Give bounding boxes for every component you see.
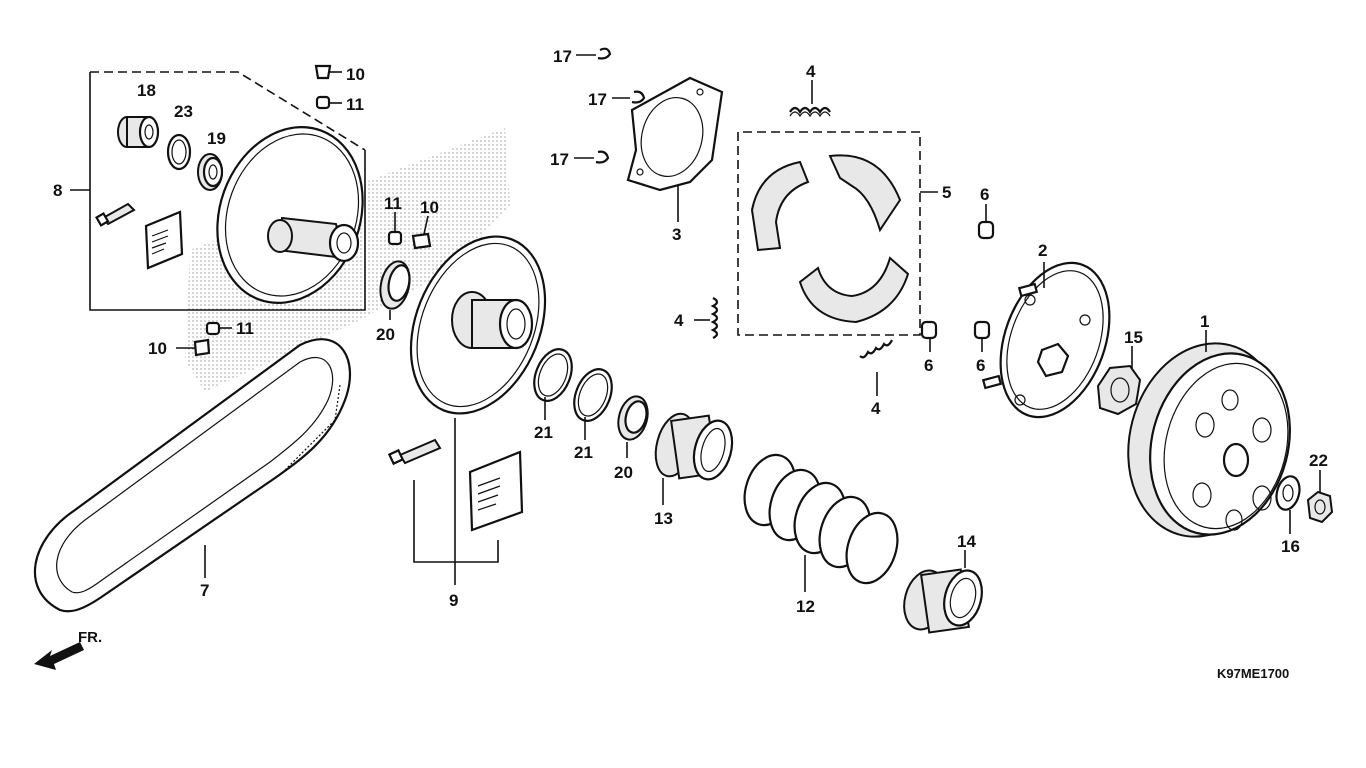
callout-17a: 17: [553, 47, 572, 66]
part-11-roller-mid: [387, 212, 403, 246]
callout-21a: 21: [534, 423, 553, 442]
part-8-group-outline: [70, 71, 366, 311]
part-17-clip-b: [612, 90, 646, 104]
part-9-driven-pulley: [409, 235, 547, 585]
part-18-collar: [117, 115, 160, 149]
part-4-spring-mid: [694, 297, 719, 339]
part-4-spring-low: [859, 339, 893, 396]
grease-tube-icon: [95, 202, 136, 227]
callout-5: 5: [942, 183, 951, 202]
part-20-seal-upper: [379, 260, 411, 320]
grease-tube-icon-9: [387, 438, 442, 466]
part-10-pin-low: [176, 338, 211, 357]
callout-8: 8: [53, 181, 62, 200]
callout-16: 16: [1281, 537, 1300, 556]
part-5-clutch-shoes: [737, 131, 938, 336]
front-direction-arrow-icon: [34, 642, 84, 670]
part-6-roller-a: [977, 204, 995, 240]
part-16-washer: [1275, 475, 1301, 534]
part-11-roller-low: [205, 321, 232, 336]
callout-20a: 20: [376, 325, 395, 344]
driven-face-disc: [216, 126, 364, 304]
callout-12: 12: [796, 597, 815, 616]
callout-6a: 6: [980, 185, 989, 204]
part-4-spring-top: [789, 80, 831, 118]
part-6-roller-b: [920, 320, 938, 352]
callout-3: 3: [672, 225, 681, 244]
part-3-clutch-plate: [626, 76, 724, 222]
front-direction-label: FR.: [78, 629, 102, 646]
callout-11c: 11: [236, 319, 254, 338]
part-11-roller-top: [315, 95, 342, 110]
part-17-clip-a: [576, 47, 612, 60]
callout-21b: 21: [574, 443, 593, 462]
callout-14: 14: [957, 532, 976, 551]
callout-17b: 17: [588, 90, 607, 109]
callout-1: 1: [1200, 312, 1209, 331]
part-10-pin-top: [314, 64, 342, 80]
callout-15: 15: [1124, 328, 1143, 347]
part-19-bearing: [197, 153, 224, 191]
callout-20b: 20: [614, 463, 633, 482]
part-20-seal-lower: [617, 395, 649, 458]
part-22-nut: [1306, 470, 1334, 524]
callout-22: 22: [1309, 451, 1328, 470]
callout-9: 9: [449, 591, 458, 610]
instruction-card-icon-9: [468, 450, 524, 532]
part-10-pin-mid: [411, 215, 432, 250]
part-2-drive-plate: [981, 261, 1111, 419]
callout-7: 7: [200, 581, 209, 600]
callout-17c: 17: [550, 150, 569, 169]
callout-10c: 10: [148, 339, 167, 358]
callout-6b: 6: [924, 356, 933, 375]
callout-4c: 4: [871, 399, 881, 418]
callout-18: 18: [137, 81, 156, 100]
callout-19: 19: [207, 129, 226, 148]
diagram-code: K97ME1700: [1217, 666, 1289, 681]
callout-4a: 4: [806, 62, 816, 81]
callout-6c: 6: [976, 356, 985, 375]
part-6-roller-c: [973, 320, 991, 352]
part-17-clip-c: [574, 150, 610, 164]
callout-labels: 1 2 3 4 4 4 5 6 6 6 7 8 9 10 10 10 11 11…: [53, 47, 1328, 616]
part-7-drive-belt: [33, 338, 352, 613]
callout-4b: 4: [674, 311, 684, 330]
callout-13: 13: [654, 509, 673, 528]
instruction-card-icon: [144, 210, 184, 270]
callout-10a: 10: [346, 65, 365, 84]
part-15-nut: [1096, 346, 1142, 416]
callout-2: 2: [1038, 241, 1047, 260]
callout-10b: 10: [420, 198, 439, 217]
callout-11b: 11: [384, 194, 402, 213]
part-12-compression-spring: [743, 453, 899, 592]
part-13-seat-collar: [654, 412, 734, 505]
part-21-oring-a: [533, 348, 573, 420]
part-1-clutch-outer: [1127, 330, 1291, 538]
callout-23: 23: [174, 102, 193, 121]
part-21-oring-b: [573, 368, 613, 440]
part-23-circlip: [166, 133, 192, 171]
part-14-collar: [903, 550, 983, 634]
callout-11a: 11: [346, 95, 364, 114]
